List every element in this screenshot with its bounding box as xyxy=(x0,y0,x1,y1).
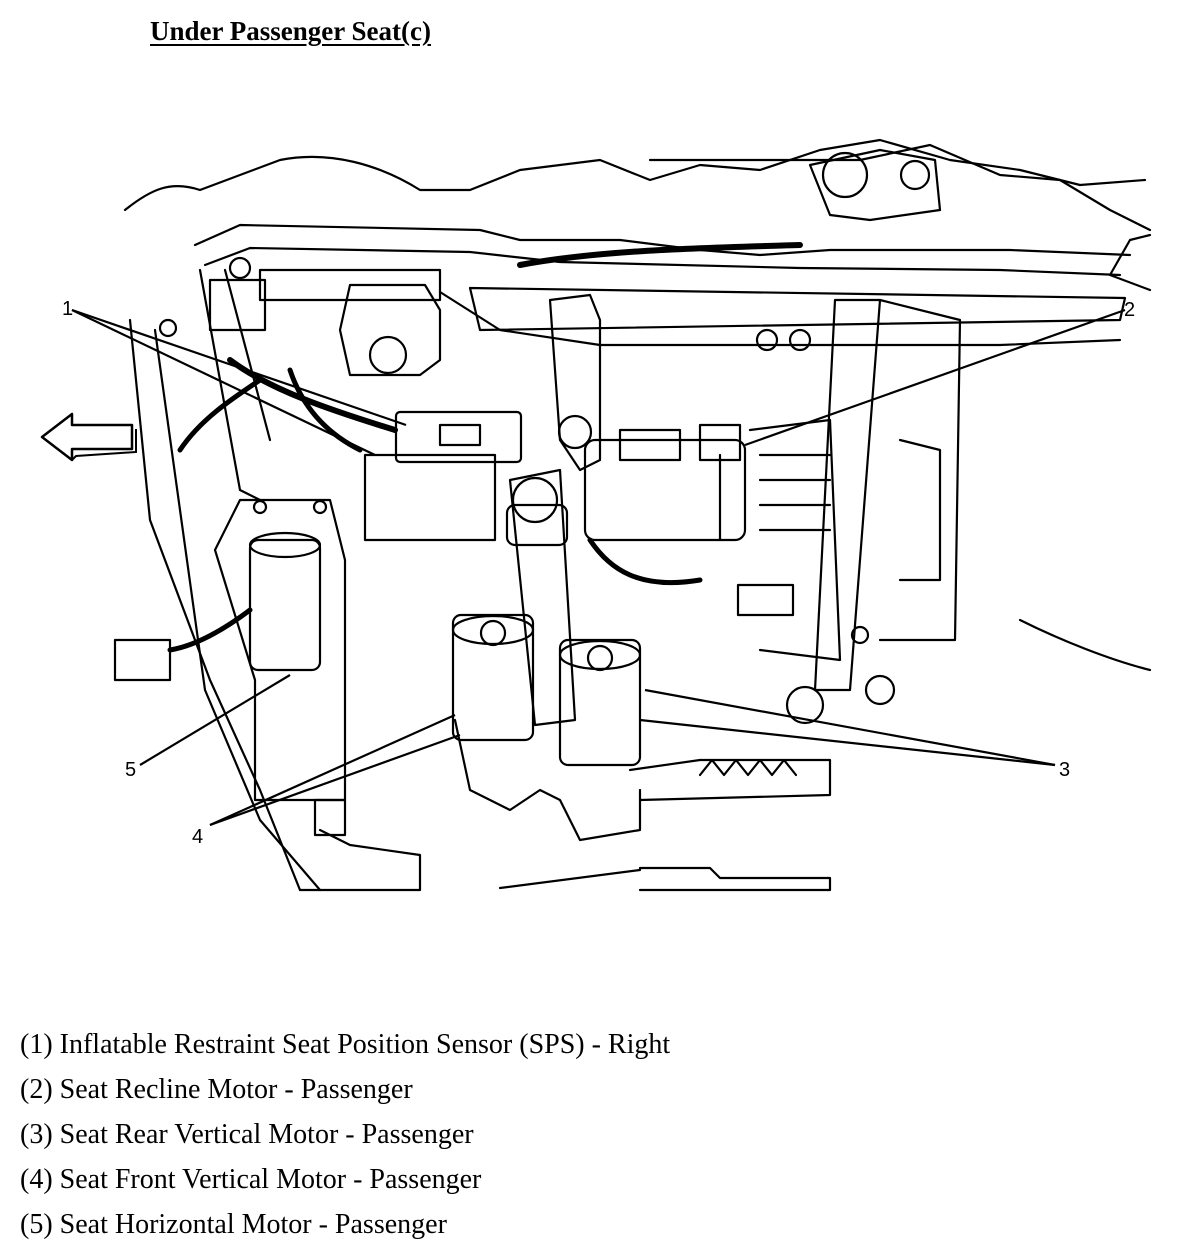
diagram-title: Under Passenger Seat(c) xyxy=(150,16,431,46)
upper-right-hole xyxy=(821,151,869,199)
outline-right-2 xyxy=(1018,618,1152,672)
outline-left-seatframe xyxy=(128,318,302,892)
right-connector xyxy=(736,583,795,617)
center-strut xyxy=(508,468,577,727)
leader-line-1b xyxy=(71,309,376,456)
sps-module xyxy=(363,453,497,542)
strut-knob xyxy=(511,476,559,524)
left-frame xyxy=(198,268,262,502)
left-bolt-2 xyxy=(158,318,178,338)
upper-right-hole-2 xyxy=(899,159,931,191)
rear-vertical-motor-hub xyxy=(586,644,614,672)
right-bolt xyxy=(850,625,870,645)
legend-item-3: (3) Seat Rear Vertical Motor - Passenger xyxy=(20,1119,474,1150)
leader-line-3a xyxy=(639,718,1056,767)
center-rail-lower xyxy=(438,290,1122,347)
callout-1: 1 xyxy=(62,298,73,320)
leader-line-4a xyxy=(209,713,456,827)
center-block xyxy=(338,283,442,377)
lower-mount xyxy=(313,798,347,837)
right-panel xyxy=(748,418,842,662)
callout-4: 4 xyxy=(192,826,203,848)
callout-2: 2 xyxy=(1124,299,1135,321)
harness-down xyxy=(177,377,263,453)
horizontal-motor-housing xyxy=(213,498,347,802)
horizontal-bolt-1 xyxy=(252,499,268,515)
lower-bracket xyxy=(453,718,642,842)
upper-right-block xyxy=(808,148,942,222)
right-rail xyxy=(813,298,882,692)
sps-connector xyxy=(394,410,523,464)
outline-background xyxy=(123,138,1147,212)
legend-item-1: (1) Inflatable Restraint Seat Position S… xyxy=(20,1029,671,1060)
recline-motor-body xyxy=(583,438,747,542)
horizontal-connector xyxy=(113,638,172,682)
leader-line-2 xyxy=(744,308,1126,447)
center-rail xyxy=(468,286,1127,332)
top-rail xyxy=(193,223,1132,257)
parts-legend: (1) Inflatable Restraint Seat Position S… xyxy=(20,1022,670,1247)
right-section-2 xyxy=(898,438,942,582)
top-bracket xyxy=(258,268,442,302)
center-block-hole xyxy=(368,335,408,375)
front-vertical-motor xyxy=(451,613,535,742)
callout-5: 5 xyxy=(125,759,136,781)
strut-cylinder xyxy=(505,503,569,547)
harness-left xyxy=(227,357,398,433)
lower-rail-hole xyxy=(785,685,825,725)
outline-bottom xyxy=(298,828,422,892)
top-rail-inner xyxy=(203,246,1122,277)
horizontal-bolt-2 xyxy=(312,499,328,515)
rail-hole-1 xyxy=(755,328,779,352)
seat-mechanism-diagram: 1 2 3 4 5 xyxy=(40,138,1152,892)
right-lower-hole xyxy=(864,674,896,706)
rail-hole-2 xyxy=(788,328,812,352)
lower-track-teeth xyxy=(698,758,798,777)
recline-motor-cap xyxy=(618,428,682,462)
left-frame-2 xyxy=(223,268,272,442)
front-vertical-motor-hub xyxy=(479,619,507,647)
leader-line-5 xyxy=(139,674,291,766)
outline-left-2 xyxy=(153,328,322,892)
harness-top xyxy=(517,242,803,268)
leader-line-4b xyxy=(209,733,461,827)
sps-connector-lock xyxy=(438,423,482,447)
harness-center xyxy=(587,537,703,586)
recline-pivot xyxy=(557,414,593,450)
legend-item-5: (5) Seat Horizontal Motor - Passenger xyxy=(20,1209,447,1240)
legend-item-4: (4) Seat Front Vertical Motor - Passenge… xyxy=(20,1164,482,1195)
outline-top-panel xyxy=(648,143,1152,232)
leader-line-3b xyxy=(644,688,1056,767)
horizontal-wire xyxy=(167,607,253,653)
arrow-left-icon xyxy=(40,412,137,462)
leader-line-1a xyxy=(71,308,407,427)
recline-bracket xyxy=(548,293,602,472)
legend-item-2: (2) Seat Recline Motor - Passenger xyxy=(20,1074,413,1105)
left-bolt-1 xyxy=(228,256,252,280)
outline-right xyxy=(1108,233,1152,292)
horizontal-motor-body xyxy=(248,538,322,672)
lower-track xyxy=(628,758,832,802)
left-bracket xyxy=(208,278,267,332)
horizontal-motor-top xyxy=(248,531,322,559)
right-section xyxy=(878,298,962,642)
outline-bottom-2 xyxy=(498,866,832,892)
callout-3: 3 xyxy=(1059,759,1070,781)
